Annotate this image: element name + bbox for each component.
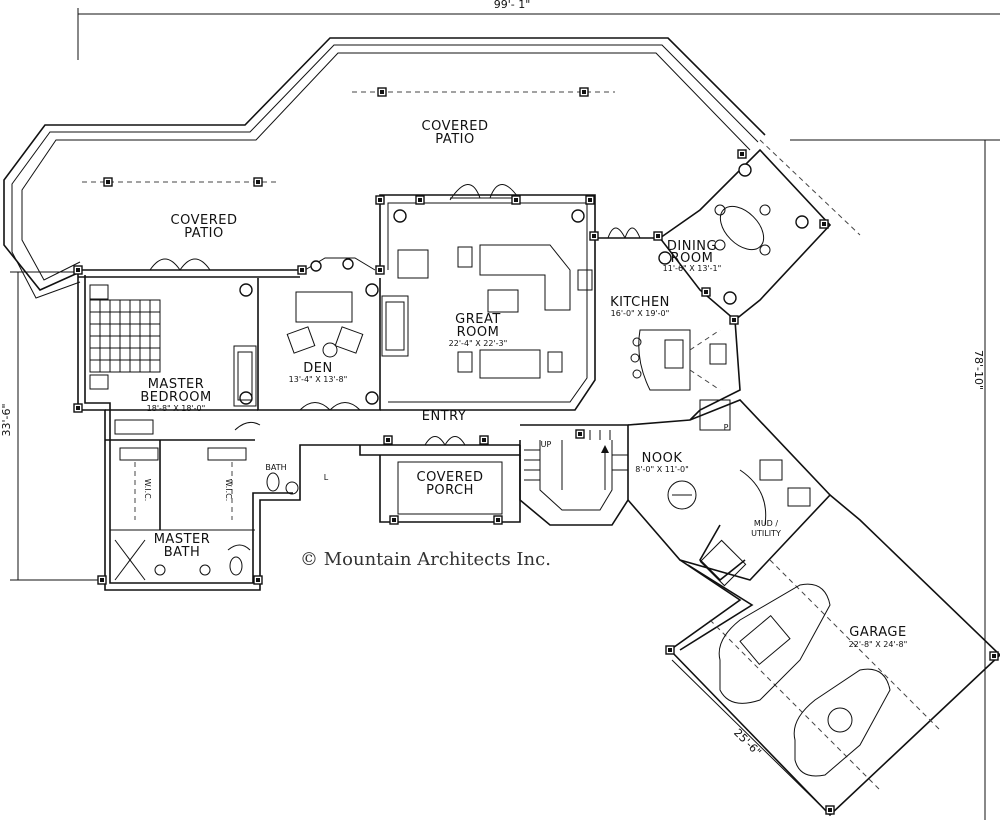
dining-room-label-2: ROOM <box>671 251 714 266</box>
wic-right-label: W.I.C. <box>224 479 233 502</box>
bath-label: BATH <box>265 463 286 472</box>
utility-fixtures <box>699 399 811 587</box>
master-bedroom-label: MASTER <box>148 377 205 392</box>
kitchen-label: KITCHEN <box>610 295 670 310</box>
master-bedroom-label-2: BEDROOM <box>140 390 211 405</box>
mud-utility-label-2: UTILITY <box>751 529 781 538</box>
dining-room-label: DINING <box>667 239 717 254</box>
nook-table <box>667 480 697 510</box>
entry-label: ENTRY <box>422 409 467 424</box>
den-label: DEN <box>303 361 332 376</box>
wic-left-label: W.I.C. <box>143 479 152 502</box>
great-room-label: GREAT <box>455 312 501 327</box>
round-columns <box>239 163 809 405</box>
garage-label: GARAGE <box>849 625 906 640</box>
bath-fixtures <box>114 472 299 581</box>
den-furniture <box>286 291 364 358</box>
pantry-label: P <box>724 423 729 432</box>
garage-size: 22'-8" X 24'-8" <box>849 640 908 649</box>
overall-depth-dimension: 78'-10" <box>972 350 985 390</box>
nook-label: NOOK <box>642 451 683 466</box>
great-room-windows <box>449 184 521 201</box>
overall-width-dimension: 99'- 1" <box>494 0 531 11</box>
copyright-notice: © Mountain Architects Inc. <box>300 549 551 570</box>
fireplaces <box>233 295 409 407</box>
closet-rods <box>114 419 247 520</box>
stair <box>524 430 628 490</box>
kitchen-size: 16'-0" X 19'-0" <box>611 309 670 318</box>
kitchen-island <box>630 329 727 391</box>
covered-patio-left-label: COVERED <box>171 213 238 228</box>
covered-porch-label: COVERED <box>417 470 484 485</box>
patio-posts <box>103 87 589 187</box>
covered-porch-label-2: PORCH <box>426 483 474 498</box>
master-bath-label-2: BATH <box>164 545 201 560</box>
left-depth-dimension: 33'-6" <box>0 403 13 436</box>
master-bedroom-size: 18'-8" X 18'-0" <box>147 404 206 413</box>
house-walls <box>77 148 1000 817</box>
garage-cars <box>718 583 891 777</box>
covered-patio-left-label-2: PATIO <box>184 226 223 241</box>
patio-outline <box>3 37 861 299</box>
dining-table <box>714 204 771 256</box>
nook-size: 8'-0" X 11'-0" <box>635 465 689 474</box>
stair-up-label: UP <box>541 440 552 449</box>
covered-patio-top-label-2: PATIO <box>435 132 474 147</box>
covered-patio-top-label: COVERED <box>422 119 489 134</box>
great-room-label-2: ROOM <box>457 325 500 340</box>
mud-utility-label: MUD / <box>754 519 778 528</box>
structural-posts <box>73 149 999 815</box>
master-bed <box>89 284 161 390</box>
dining-room-size: 11'-6" X 13'-1" <box>663 264 722 273</box>
master-bath-label: MASTER <box>154 532 211 547</box>
doors <box>149 227 767 551</box>
linen-label: L <box>324 473 329 482</box>
great-room-furniture <box>397 244 593 379</box>
great-room-size: 22'-4" X 22'-3" <box>449 339 508 348</box>
dimension-lines <box>10 8 1000 820</box>
den-size: 13'-4" X 13'-8" <box>289 375 348 384</box>
